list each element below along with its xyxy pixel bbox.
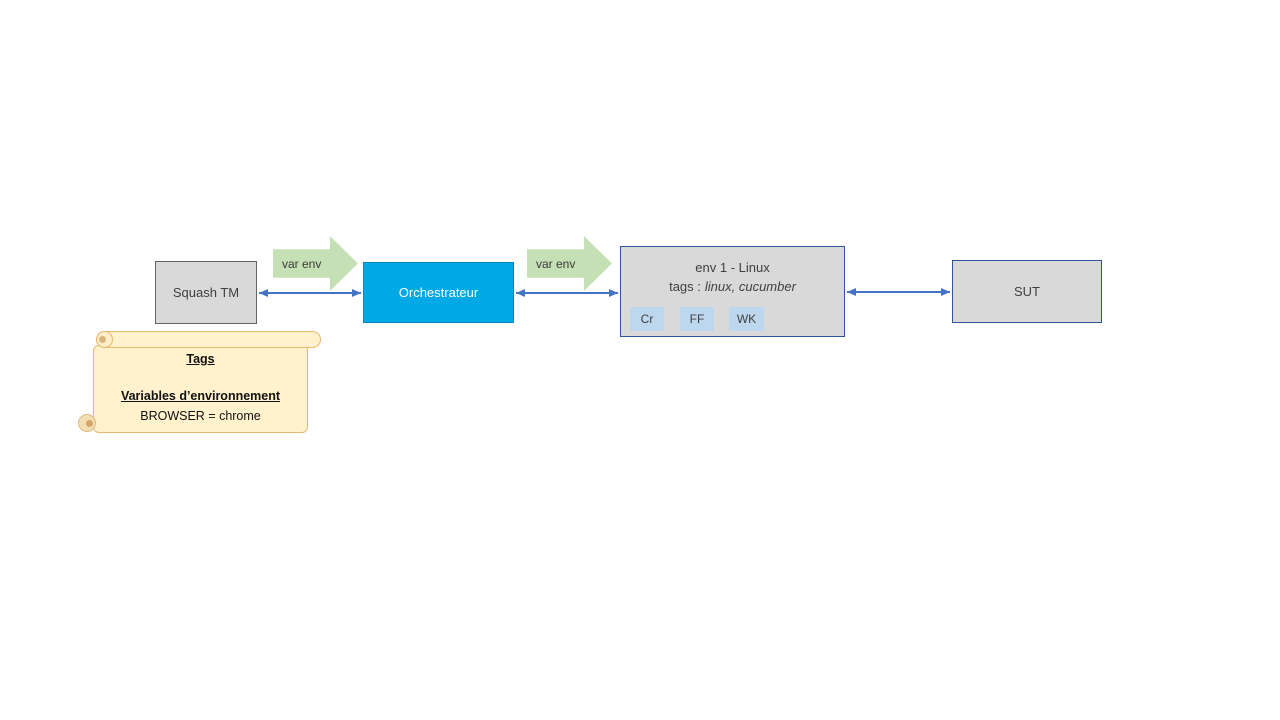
node-orchestrator: Orchestrateur	[363, 262, 514, 323]
node-env-linux: env 1 - Linux tags :linux, cucumber Cr F…	[620, 246, 845, 337]
env-title: env 1 - Linux	[695, 260, 770, 275]
browser-chip-label: Cr	[640, 312, 654, 326]
scroll-note-top-roll	[96, 331, 321, 348]
node-squash-tm-label: Squash TM	[172, 285, 240, 300]
var-env-arrow-orchestrator-to-env: var env	[527, 236, 612, 291]
scroll-note-shape	[93, 345, 308, 433]
note-heading-env-vars: Variables d’environnement	[120, 389, 281, 403]
scroll-note-text: Tags Variables d’environnement BROWSER =…	[93, 347, 308, 424]
env-tags-label: tags :	[669, 279, 701, 294]
browser-chip-chrome: Cr	[630, 307, 664, 331]
double-arrow-orchestrator-env	[516, 288, 618, 297]
node-squash-tm: Squash TM	[155, 261, 257, 324]
var-env-arrow-squash-to-orchestrator: var env	[273, 236, 358, 291]
env-tags-line: tags :linux, cucumber	[621, 277, 844, 296]
env-tags-value: linux, cucumber	[704, 279, 796, 294]
var-env-arrow-label: var env	[536, 256, 576, 271]
browser-chip-label: FF	[689, 312, 705, 326]
scroll-note-top-curl	[96, 331, 113, 348]
var-env-arrow-label: var env	[282, 256, 322, 271]
note-heading-tags: Tags	[186, 352, 215, 366]
double-arrow-env-sut	[847, 287, 950, 296]
note-browser-line: BROWSER = chrome	[140, 409, 261, 423]
node-sut-label: SUT	[1014, 284, 1040, 299]
browser-chip-firefox: FF	[680, 307, 714, 331]
double-arrow-squash-orchestrator	[259, 288, 361, 297]
scroll-note-bottom-curl	[78, 414, 96, 432]
node-orchestrator-label: Orchestrateur	[398, 285, 479, 300]
browser-chip-label: WK	[736, 312, 757, 326]
node-sut: SUT	[952, 260, 1102, 323]
browser-chip-webkit: WK	[729, 307, 764, 331]
